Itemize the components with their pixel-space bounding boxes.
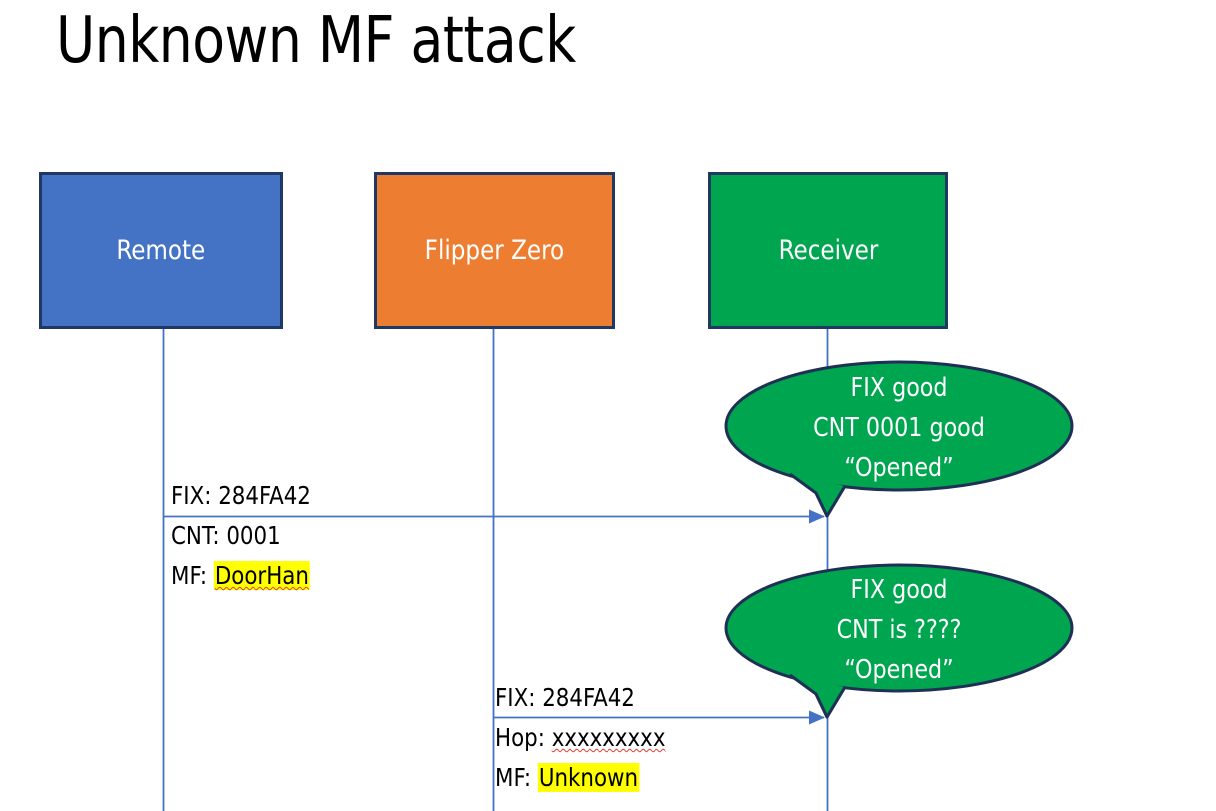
actor-label-remote: Remote — [116, 235, 206, 266]
message-1-mf-prefix: MF: — [171, 561, 214, 590]
actor-label-flipper-zero: Flipper Zero — [424, 235, 565, 266]
callout-bubble-2 — [724, 563, 1074, 719]
message-2-mf-value: Unknown — [537, 763, 639, 792]
callout-bubble-1 — [724, 360, 1074, 518]
message-1-fix-line: FIX: 284FA42 — [171, 481, 311, 510]
message-2-mf-line: MF: Unknown — [495, 758, 665, 798]
page-title: Unknown MF attack — [56, 4, 576, 78]
actor-box-receiver[interactable]: Receiver — [708, 172, 948, 329]
message-label-block-1: FIX: 284FA42 CNT: 0001 MF: DoorHan — [171, 476, 311, 596]
message-2-hop-line: Hop: xxxxxxxxx — [495, 718, 665, 758]
actor-label-receiver: Receiver — [778, 235, 878, 266]
actor-box-remote[interactable]: Remote — [39, 172, 283, 329]
message-1-mf-line: MF: DoorHan — [171, 556, 311, 596]
message-1-cnt-line: CNT: 0001 — [171, 521, 281, 550]
message-2-hop-prefix: Hop: — [495, 723, 552, 752]
message-1-mf-value: DoorHan — [213, 561, 310, 590]
message-label-block-2: FIX: 284FA42 Hop: xxxxxxxxx MF: Unknown — [495, 678, 665, 798]
message-2-hop-value: xxxxxxxxx — [551, 723, 666, 752]
message-2-fix-line: FIX: 284FA42 — [495, 683, 635, 712]
actor-box-flipper-zero[interactable]: Flipper Zero — [374, 172, 615, 329]
message-2-mf-prefix: MF: — [495, 763, 538, 792]
